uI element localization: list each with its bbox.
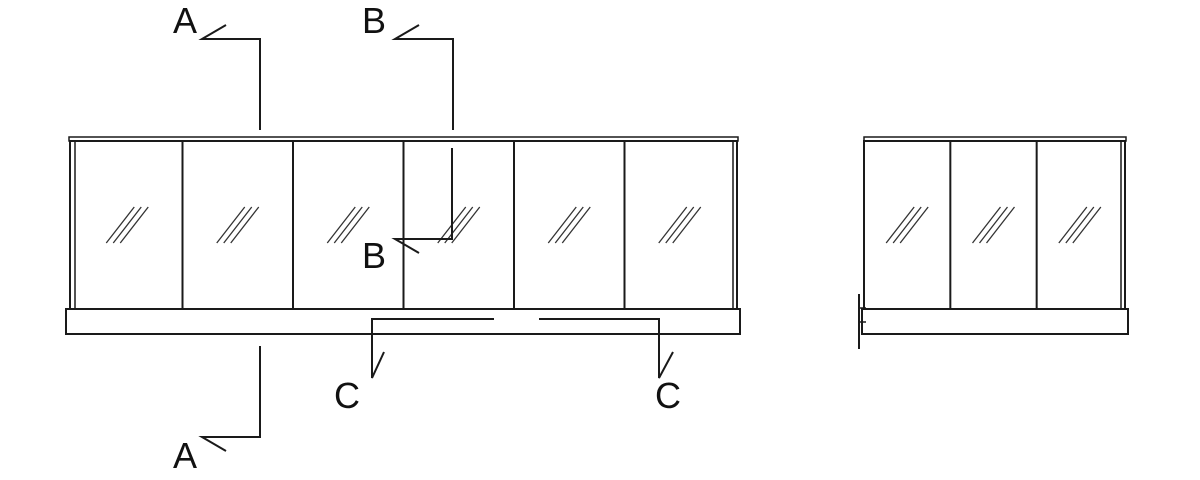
section-c-left-label: C — [334, 375, 360, 416]
side-panel-dividers — [949, 141, 1038, 309]
section-a-marker: A A — [173, 0, 261, 476]
front-panel-dividers — [181, 141, 626, 309]
front-elevation — [65, 136, 741, 335]
side-glass-hatches — [885, 206, 1102, 244]
side-glass-hatch-2 — [971, 206, 1016, 244]
side-wall-anchor — [858, 294, 866, 349]
front-glass-hatches — [105, 206, 702, 244]
side-glass-frame — [863, 140, 1126, 310]
section-c-left-line — [371, 318, 494, 379]
front-glass-hatch-3 — [326, 206, 370, 244]
section-b-top-line — [391, 24, 454, 130]
section-a-bottom-line — [198, 346, 261, 452]
section-c-right-line — [539, 318, 674, 379]
section-a-top-label: A — [173, 0, 197, 41]
section-b-top-label: B — [362, 0, 386, 41]
front-base-sill — [65, 308, 741, 335]
front-glass-hatch-1 — [105, 206, 149, 244]
side-glass-hatch-3 — [1058, 206, 1102, 244]
side-elevation — [858, 136, 1129, 349]
side-glass-hatch-1 — [885, 206, 929, 244]
section-b-marker: B B — [362, 0, 454, 276]
front-glass-hatch-6 — [658, 206, 702, 244]
front-glass-hatch-5 — [547, 206, 591, 244]
section-b-lower-line — [391, 148, 453, 254]
side-base-sill — [861, 308, 1129, 335]
section-b-lower-label: B — [362, 235, 386, 276]
section-c-marker: C C — [334, 318, 681, 416]
section-a-bottom-label: A — [173, 435, 197, 476]
front-glass-hatch-2 — [216, 206, 260, 244]
section-c-right-label: C — [655, 375, 681, 416]
section-a-top-line — [198, 24, 261, 130]
